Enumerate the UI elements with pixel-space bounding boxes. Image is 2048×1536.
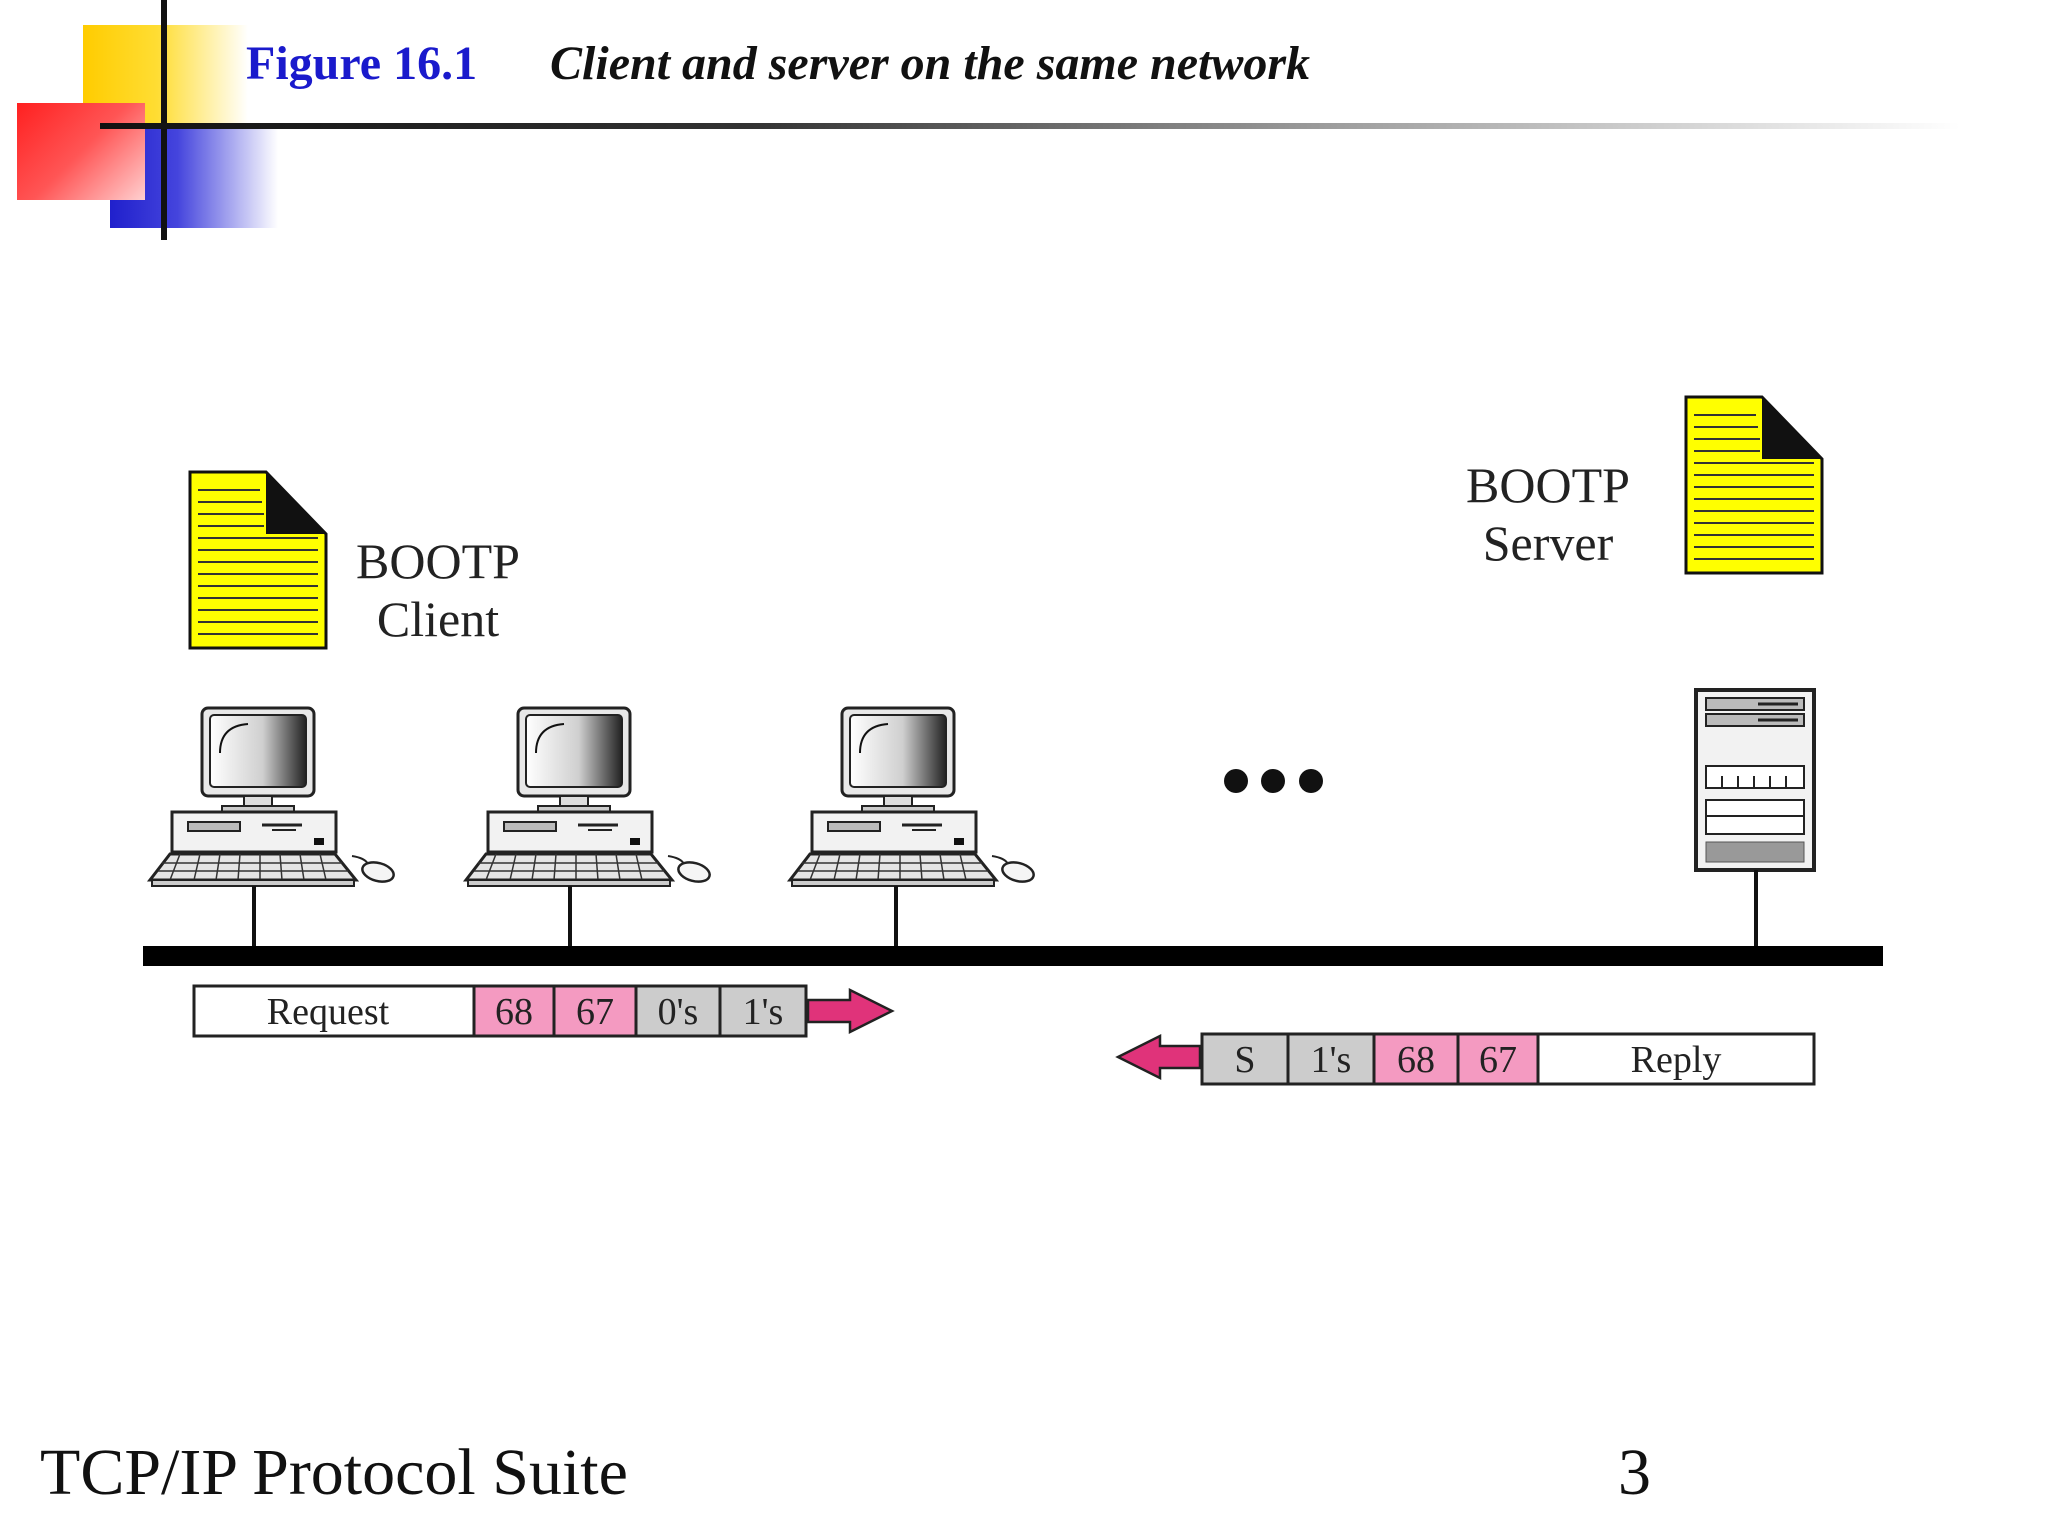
ellipsis-icon bbox=[1224, 769, 1323, 793]
request-arrow-right-icon bbox=[806, 987, 895, 1035]
computer-icon bbox=[788, 706, 1038, 888]
server-document-icon bbox=[1684, 395, 1824, 575]
reply-field-source-addr: S bbox=[1234, 1039, 1255, 1081]
reply-label: Reply bbox=[1631, 1039, 1722, 1081]
request-label: Request bbox=[267, 991, 390, 1033]
figure-label: Figure 16.1 bbox=[246, 37, 478, 90]
header-deco-red bbox=[17, 103, 145, 200]
server-icon bbox=[1694, 688, 1816, 872]
reply-arrow-left-icon bbox=[1115, 1033, 1202, 1081]
server-label-line1: BOOTP bbox=[1466, 457, 1630, 513]
request-packet: Request 68 67 0's 1's bbox=[192, 984, 808, 1038]
header-horizontal-rule bbox=[100, 123, 1960, 129]
reply-packet: S 1's 68 67 Reply bbox=[1200, 1032, 1816, 1086]
request-field-client-port: 68 bbox=[495, 991, 533, 1033]
request-field-server-port: 67 bbox=[576, 991, 614, 1033]
reply-field-dest-addr: 1's bbox=[1311, 1039, 1352, 1081]
computer-icon bbox=[464, 706, 714, 888]
request-field-dest-addr: 1's bbox=[743, 991, 784, 1033]
client-label-line1: BOOTP bbox=[356, 533, 520, 589]
reply-field-client-port: 68 bbox=[1397, 1039, 1435, 1081]
client-document-icon bbox=[188, 470, 328, 650]
figure-title: Client and server on the same network bbox=[550, 37, 1311, 90]
client-label-line2: Client bbox=[377, 591, 499, 647]
computer-icon bbox=[148, 706, 398, 888]
server-label-line2: Server bbox=[1483, 515, 1614, 571]
network-bus bbox=[143, 946, 1883, 966]
footer-suite-title: TCP/IP Protocol Suite bbox=[40, 1436, 628, 1509]
header-vertical-rule bbox=[161, 0, 167, 240]
reply-field-server-port: 67 bbox=[1479, 1039, 1517, 1081]
request-field-source-addr: 0's bbox=[658, 991, 699, 1033]
footer-page-number: 3 bbox=[1618, 1436, 1651, 1509]
